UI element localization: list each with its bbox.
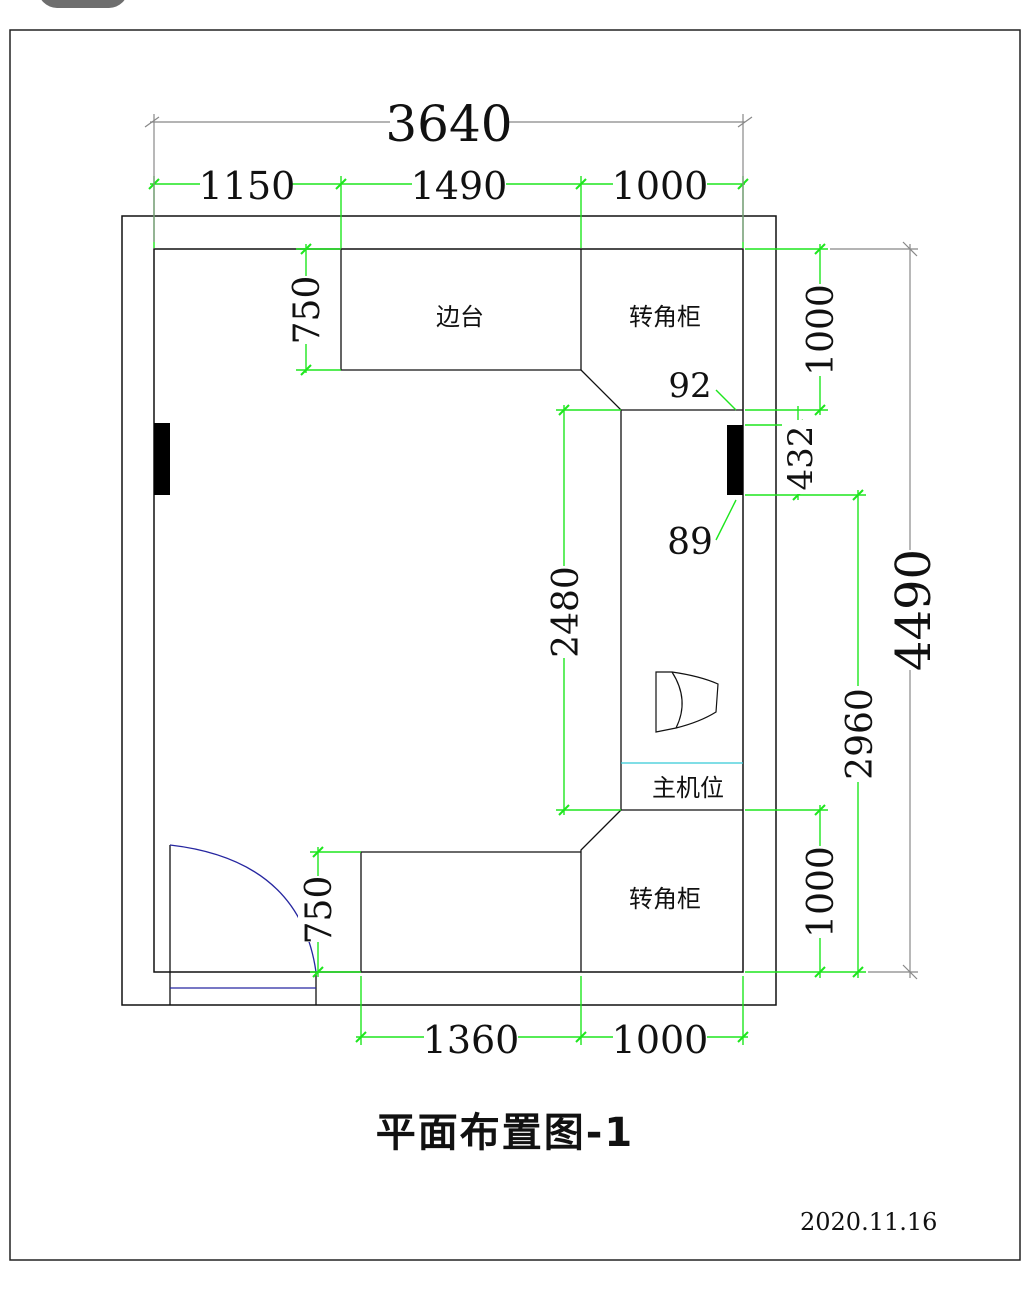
dim-counter-depth-top: 750 xyxy=(287,276,328,345)
dim-top-seg-3: 1000 xyxy=(612,164,709,208)
dim-bottom-seg-2: 1000 xyxy=(612,1018,709,1062)
label-corner-cabinet-top: 转角柜 xyxy=(629,303,701,331)
sheet-frame xyxy=(9,29,1021,1261)
dim-corner-depth-bottom: 1000 xyxy=(801,846,842,938)
drawing-title: 平面布置图-1 xyxy=(375,1110,635,1156)
dim-right-2960: 2960 xyxy=(840,688,881,780)
drawing-date: 2020.11.16 xyxy=(800,1208,938,1236)
chair-icon xyxy=(655,671,719,733)
dim-overall-width: 3640 xyxy=(385,95,512,153)
room-outer-wall xyxy=(121,215,777,1006)
label-corner-cabinet-bottom: 转角柜 xyxy=(629,885,701,913)
dim-top-seg-1: 1150 xyxy=(199,164,296,208)
window-right xyxy=(727,425,743,495)
desk xyxy=(620,410,743,811)
label-side-counter: 边台 xyxy=(436,303,484,331)
status-pill xyxy=(38,0,128,8)
dim-overall-depth: 4490 xyxy=(886,549,942,671)
dim-gap-92: 92 xyxy=(668,366,711,406)
door xyxy=(169,844,317,1005)
window-left xyxy=(154,423,170,495)
room-inner-wall xyxy=(153,248,744,973)
dim-top-seg-2: 1490 xyxy=(411,164,508,208)
dim-counter-depth-bottom: 750 xyxy=(299,876,340,945)
label-host-position: 主机位 xyxy=(652,774,724,802)
dimension-lines xyxy=(148,176,866,1045)
dim-corner-depth-top: 1000 xyxy=(801,284,842,376)
bottom-cabinets xyxy=(360,809,622,972)
dim-desk-length: 2480 xyxy=(546,566,587,658)
dim-bottom-seg-1: 1360 xyxy=(423,1018,520,1062)
dim-window-432: 432 xyxy=(781,426,821,491)
dim-gap-89: 89 xyxy=(667,522,713,563)
